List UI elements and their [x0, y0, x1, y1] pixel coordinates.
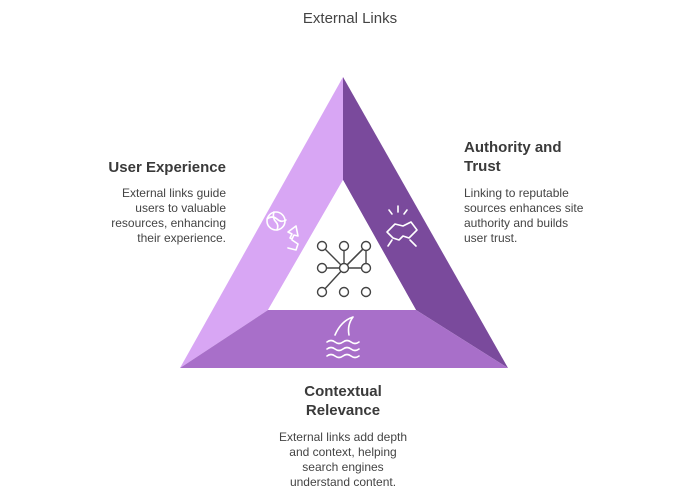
contextual-relevance-label: Contextual Relevance	[304, 383, 382, 419]
user-experience-description: External links guide users to valuable r…	[111, 186, 226, 245]
globe-click-icon	[266, 211, 299, 251]
bottom-face	[180, 310, 508, 368]
authority-trust-label: Authority and Trust	[464, 139, 562, 175]
right-face	[343, 77, 508, 368]
diagram-title: External Links	[302, 10, 398, 27]
authority-trust-description: Linking to reputable sources enhances si…	[464, 186, 584, 245]
network-nodes-icon	[316, 240, 372, 298]
left-face	[180, 77, 343, 368]
shark-fin-icon	[326, 316, 360, 359]
handshake-icon	[386, 205, 418, 247]
contextual-relevance-description: External links add depth and context, he…	[278, 430, 408, 489]
user-experience-label: User Experience	[108, 159, 226, 176]
